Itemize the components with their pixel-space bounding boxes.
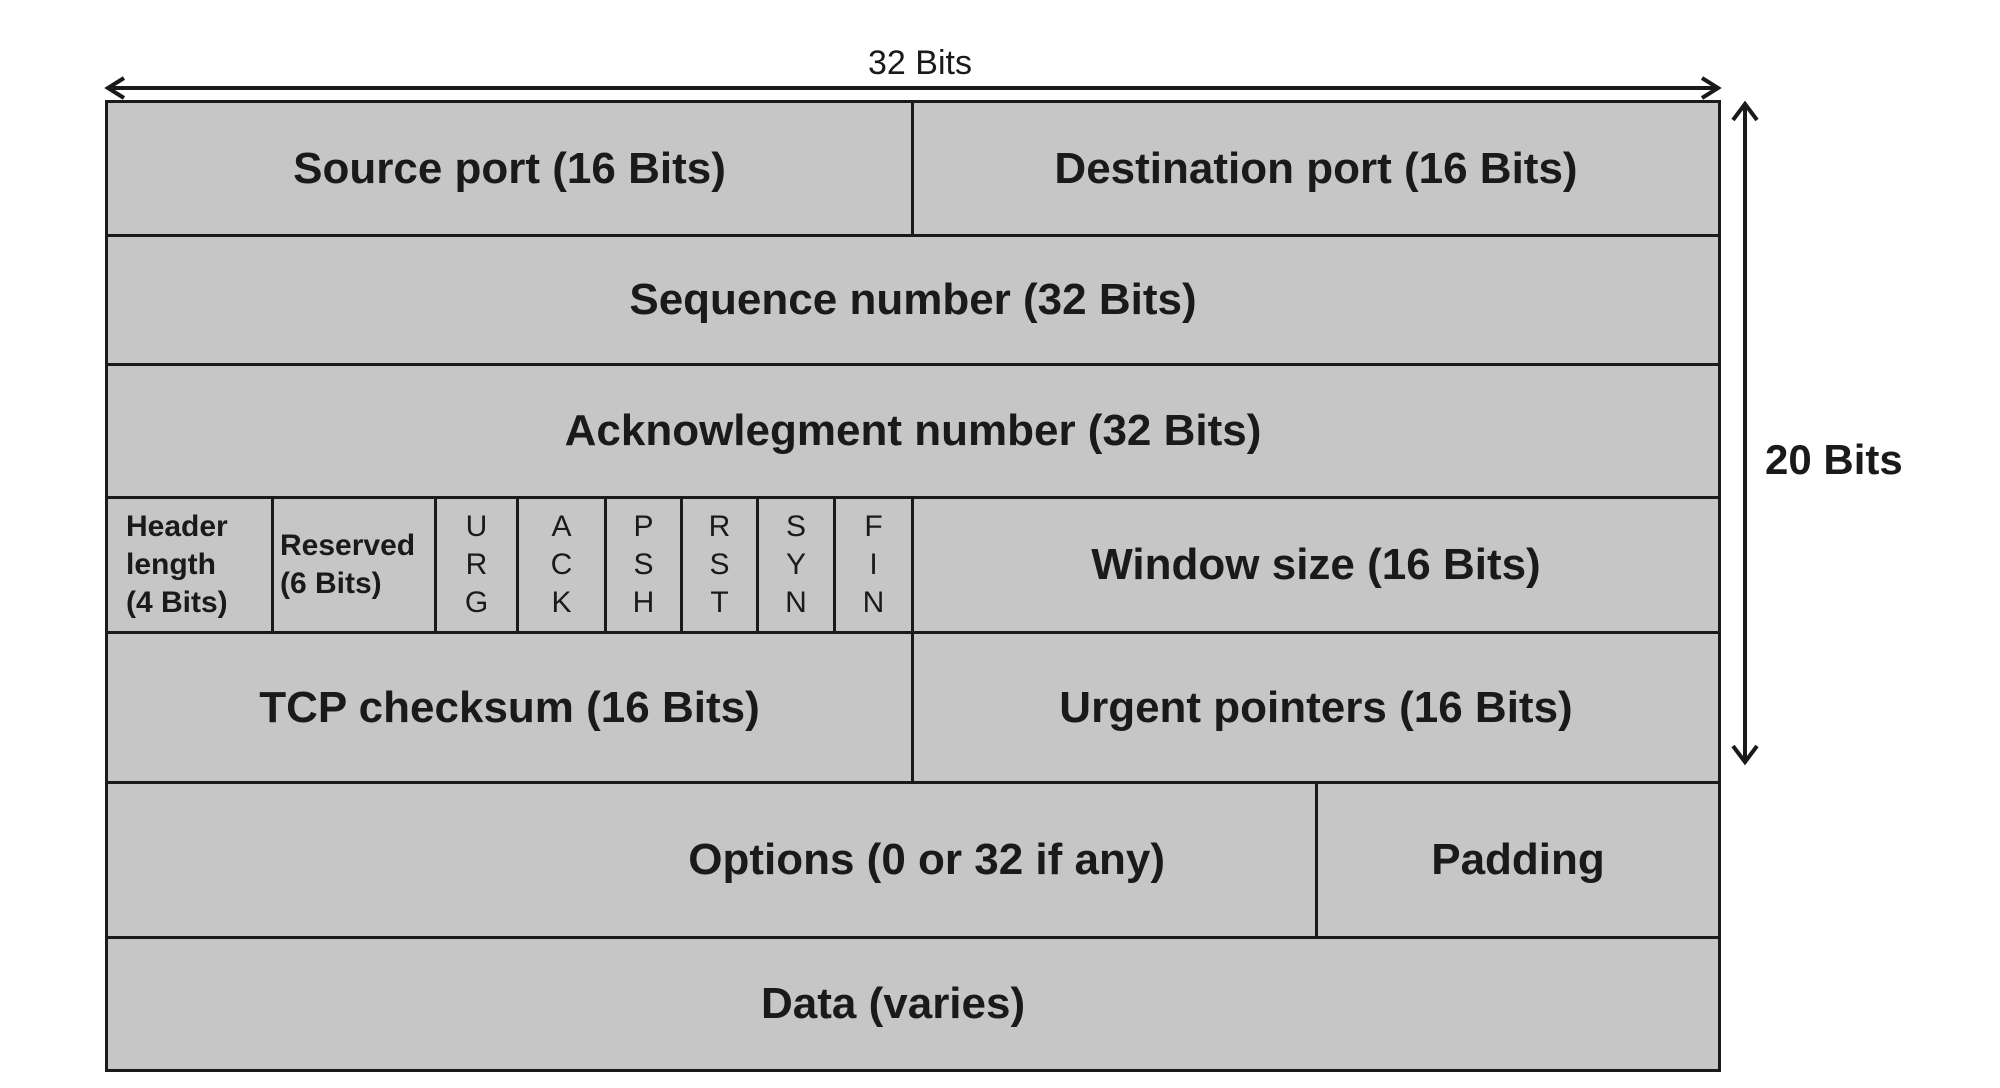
row-data: Data (varies) — [108, 939, 1718, 1069]
header-length-line-2: length — [126, 548, 216, 581]
syn-letter-2: Y — [785, 548, 806, 581]
rst-letter-3: T — [710, 586, 729, 619]
width-arrow-left-head — [104, 76, 126, 100]
fin-letter-2: I — [869, 548, 878, 581]
row-ports: Source port (16 Bits) Destination port (… — [108, 103, 1718, 237]
psh-letter-1: P — [633, 510, 654, 543]
urg-flag: U R G — [434, 499, 516, 631]
row-checksum: TCP checksum (16 Bits) Urgent pointers (… — [108, 634, 1718, 784]
psh-flag: P S H — [604, 499, 680, 631]
row-sequence: Sequence number (32 Bits) — [108, 237, 1718, 366]
row-flags: Header length (4 Bits) Reserved (6 Bits)… — [108, 499, 1718, 634]
data-field: Data (varies) — [108, 939, 1718, 1069]
reserved-field: Reserved (6 Bits) — [271, 499, 434, 631]
source-port-field: Source port (16 Bits) — [293, 143, 726, 193]
padding-field: Padding — [1315, 784, 1718, 936]
fin-flag: F I N — [833, 499, 911, 631]
options-field: Options (0 or 32 if any) — [108, 784, 1315, 936]
syn-letter-1: S — [785, 510, 806, 543]
height-arrow-bottom-head — [1731, 744, 1759, 766]
data-label: Data (varies) — [761, 979, 1026, 1028]
reserved-line-1: Reserved — [280, 529, 416, 562]
height-label: 20 Bits — [1765, 436, 1903, 483]
urgent-pointers-field: Urgent pointers (16 Bits) — [911, 634, 1718, 781]
row-acknowledgment: Acknowlegment number (32 Bits) — [108, 366, 1718, 499]
urg-letter-3: G — [464, 586, 489, 619]
urg-letter-1: U — [465, 510, 488, 543]
rst-letter-2: S — [709, 548, 730, 581]
rst-letter-1: R — [708, 510, 731, 543]
reserved-line-2: (6 Bits) — [280, 567, 382, 600]
options-label: Options (0 or 32 if any) — [688, 835, 1165, 884]
sequence-number-field: Sequence number (32 Bits) — [629, 275, 1197, 324]
header-length-line-1: Header — [126, 510, 228, 543]
destination-port-field: Destination port (16 Bits) — [911, 103, 1718, 234]
header-length-field: Header length (4 Bits) — [108, 499, 271, 631]
fin-letter-3: N — [862, 586, 885, 619]
header-length-line-3: (4 Bits) — [126, 586, 228, 619]
psh-letter-3: H — [632, 586, 655, 619]
rst-flag: R S T — [680, 499, 756, 631]
urg-letter-2: R — [465, 548, 488, 581]
ack-letter-1: A — [551, 510, 572, 543]
height-arrow-top-head — [1731, 100, 1759, 122]
ack-number-field: Acknowlegment number (32 Bits) — [564, 406, 1262, 455]
ack-letter-3: K — [551, 586, 572, 619]
width-arrow-right-head — [1700, 76, 1722, 100]
tcp-checksum-field: TCP checksum (16 Bits) — [259, 682, 760, 732]
ack-flag: A C K — [516, 499, 604, 631]
row-options: Options (0 or 32 if any) Padding — [108, 784, 1718, 939]
window-size-field: Window size (16 Bits) — [911, 499, 1718, 631]
fin-letter-1: F — [864, 510, 883, 543]
psh-letter-2: S — [633, 548, 654, 581]
syn-flag: S Y N — [756, 499, 833, 631]
syn-letter-3: N — [785, 586, 807, 619]
ack-letter-2: C — [550, 548, 573, 581]
tcp-header-diagram: Source port (16 Bits) Destination port (… — [105, 100, 1721, 1072]
width-label: 32 Bits — [868, 44, 972, 82]
